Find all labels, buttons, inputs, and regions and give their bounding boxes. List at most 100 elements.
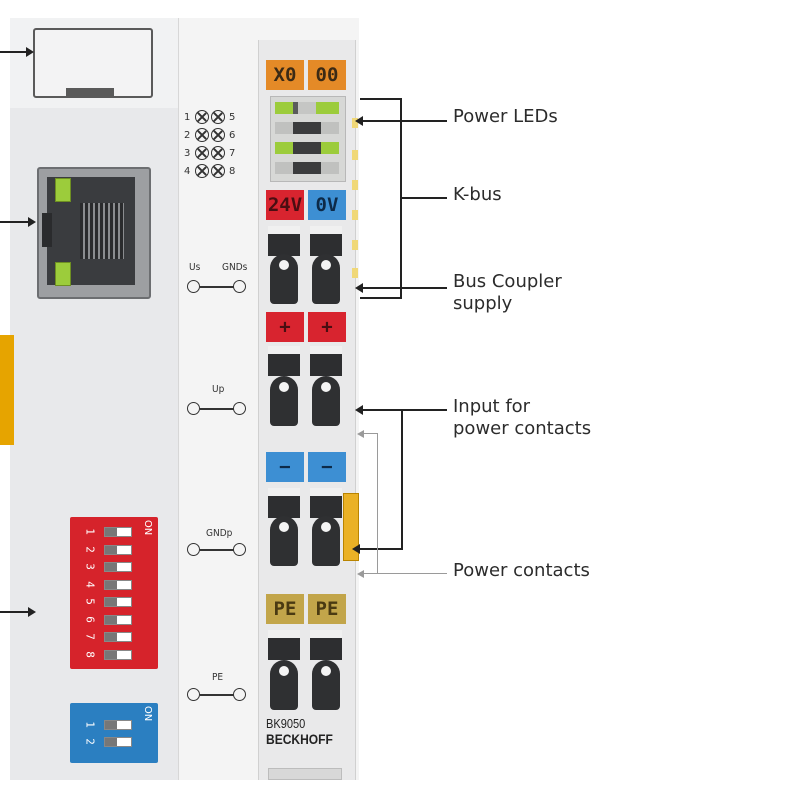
- led-indicator-icon: [211, 146, 225, 160]
- power-led-bar-2: [275, 122, 339, 134]
- callout-input-power-contacts-2: power contacts: [453, 418, 592, 439]
- symbol-circle: [187, 543, 200, 556]
- model-label: BK9050: [266, 716, 306, 731]
- callout-line-supply: [363, 287, 447, 289]
- label-00: 00: [308, 60, 346, 90]
- label-plus-2: +: [308, 312, 346, 342]
- kbus-contact: [352, 210, 358, 220]
- led-indicator-icon: [195, 110, 209, 124]
- label-x0: X0: [266, 60, 304, 90]
- callout-line-left: [0, 51, 26, 53]
- power-led-bar-4: [275, 162, 339, 174]
- led-number-left: 2: [184, 129, 191, 141]
- symbol-wire: [200, 694, 234, 696]
- dip-switch-number: 1: [83, 721, 97, 728]
- dip-switch-toggle[interactable]: [104, 579, 132, 590]
- led-number-right: 7: [229, 147, 236, 159]
- kbus-contact: [352, 180, 358, 190]
- label-minus-2: −: [308, 452, 346, 482]
- cover-notch: [66, 88, 114, 96]
- dip-switch-number: 4: [83, 580, 97, 588]
- arrow-icon: [26, 47, 34, 57]
- kbus-bracket-top: [360, 98, 402, 100]
- arrow-icon: [355, 405, 363, 415]
- callout-line-input: [363, 409, 403, 411]
- symbol-circle: [233, 280, 246, 293]
- led-indicator-icon: [211, 110, 225, 124]
- terminal-wire-slot: [310, 488, 342, 518]
- led-indicator-icon: [195, 128, 209, 142]
- callout-bus-coupler-supply-1: Bus Coupler: [453, 271, 562, 292]
- dip-switch-toggle[interactable]: [104, 544, 132, 555]
- symbol-circle: [233, 543, 246, 556]
- label-pe-2: PE: [308, 594, 346, 624]
- callout-bus-coupler-supply-2: supply: [453, 293, 513, 314]
- ethernet-link-led: [55, 178, 71, 202]
- callout-line-power-leds: [363, 120, 447, 122]
- led-indicator-icon: [195, 164, 209, 178]
- symbol-up: Up: [212, 384, 225, 395]
- dip-switch-number: 3: [83, 563, 97, 570]
- dip-switch-toggle[interactable]: [104, 649, 132, 660]
- dip-switch-toggle[interactable]: [104, 527, 132, 537]
- dip-switch-toggle[interactable]: [104, 720, 132, 730]
- callout-input-power-contacts-1: Input for: [453, 396, 531, 417]
- callout-power-contacts: Power contacts: [453, 560, 590, 581]
- label-minus-1: −: [266, 452, 304, 482]
- arrow-icon: [357, 570, 364, 578]
- dip-switch-number: 8: [83, 650, 97, 658]
- dip-switch-toggle[interactable]: [104, 597, 132, 607]
- dip-switch-toggle[interactable]: [104, 562, 132, 572]
- dip-switch-toggle[interactable]: [104, 632, 132, 642]
- power-contacts-bracket-vertical: [377, 433, 378, 574]
- kbus-contact: [352, 240, 358, 250]
- terminal-wire-slot: [268, 488, 300, 518]
- ethernet-activity-led: [55, 262, 71, 286]
- symbol-gndp: GNDp: [206, 528, 233, 539]
- dip-switch-number: 5: [83, 598, 97, 605]
- lever-highlight: [321, 522, 331, 532]
- dip-on-label: ON: [142, 519, 154, 536]
- brand-label: BECKHOFF: [266, 731, 333, 747]
- terminal-wire-slot: [268, 630, 300, 660]
- dip-switch-number: 2: [83, 545, 97, 553]
- led-number-right: 5: [229, 111, 236, 123]
- config-dip-switch: [70, 703, 158, 763]
- dip-switch-toggle[interactable]: [104, 614, 132, 625]
- arrow-icon: [355, 116, 363, 126]
- bottom-latch: [268, 768, 342, 780]
- symbol-wire: [200, 408, 234, 410]
- power-led-bar-1: [275, 102, 339, 114]
- callout-power-leds: Power LEDs: [453, 106, 558, 127]
- arrow-icon: [352, 544, 360, 554]
- terminal-wire-slot: [268, 226, 300, 256]
- callout-line-left: [0, 611, 28, 613]
- symbol-circle: [233, 402, 246, 415]
- input-bracket-vertical: [401, 409, 403, 550]
- terminal-wire-slot: [310, 346, 342, 376]
- led-indicator-icon: [195, 146, 209, 160]
- terminal-wire-slot: [310, 630, 342, 660]
- power-contacts-bracket-top: [364, 433, 378, 434]
- dip-switch-toggle[interactable]: [104, 737, 132, 747]
- lever-highlight: [279, 666, 289, 676]
- ethernet-port-pins: [80, 203, 124, 259]
- symbol-gnds: GNDs: [222, 262, 248, 273]
- input-bracket-bottom: [360, 548, 403, 550]
- dip-blue-on-label: ON: [142, 705, 154, 722]
- kbus-contact: [352, 150, 358, 160]
- label-24v: 24V: [266, 190, 304, 220]
- callout-kbus: K-bus: [453, 184, 502, 205]
- lever-highlight: [279, 522, 289, 532]
- kbus-bracket-bottom: [360, 297, 402, 299]
- terminal-wire-slot: [268, 346, 300, 376]
- dip-switch-number: 6: [83, 615, 97, 623]
- lever-highlight: [321, 666, 331, 676]
- label-0v: 0V: [308, 190, 346, 220]
- arrow-icon: [28, 607, 36, 617]
